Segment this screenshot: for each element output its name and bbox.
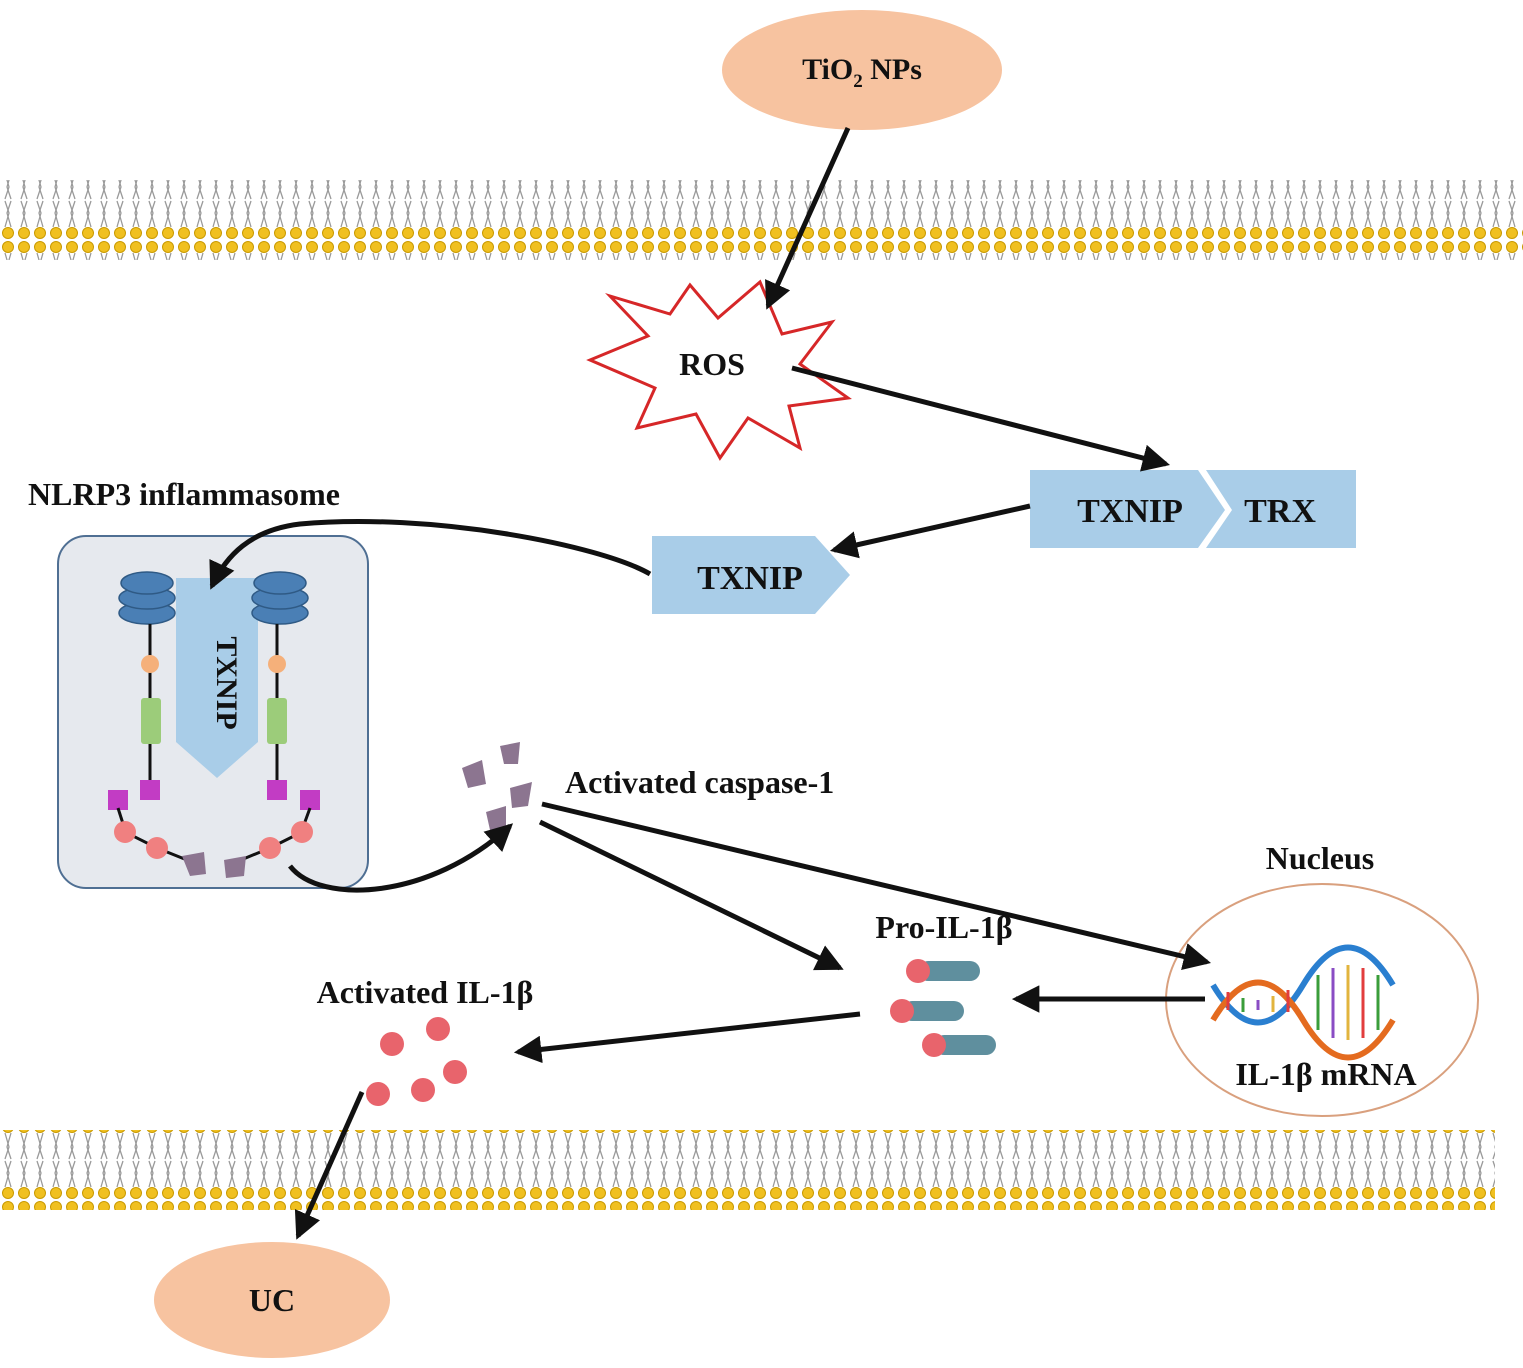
- nlrp3-left-domain: [108, 571, 176, 810]
- activated-il-icon: [366, 1017, 467, 1106]
- txnip-free-label: TXNIP: [697, 560, 803, 597]
- tio2-nps-node: TiO2 NPs: [722, 10, 1002, 130]
- txnip-vertical-label: TXNIP: [210, 636, 243, 729]
- pathway-arrows: [209, 126, 1212, 1240]
- tio2-label-main: TiO: [802, 53, 853, 86]
- top-membrane: [0, 180, 1523, 260]
- dna-helix-icon: [1210, 944, 1396, 1061]
- trx-label: TRX: [1244, 493, 1316, 530]
- activated-il-label: Activated IL-1β: [317, 974, 534, 1010]
- nlrp3-inflammasome-box: TXNIP: [57, 535, 369, 889]
- arrow-complex-to-txnip: [829, 503, 1031, 559]
- nlrp3-right-domain: [251, 571, 320, 810]
- tio2-label-sub: 2: [853, 71, 863, 92]
- burst-star-icon: [586, 279, 852, 461]
- arrow-tio2-to-ros: [765, 126, 851, 310]
- arrow-caspase-to-pro-il: [538, 819, 844, 971]
- activated-caspase-icon: [462, 742, 532, 830]
- uc-label: UC: [249, 1282, 295, 1318]
- nucleus-label: Nucleus: [1266, 840, 1374, 876]
- activated-caspase-label: Activated caspase-1: [565, 764, 834, 800]
- asc-caspase-chain: [114, 807, 313, 878]
- txnip-inserted-shape: [176, 578, 258, 778]
- txnip-trx-txnip-chevron: [1030, 470, 1225, 548]
- bottom-membrane: [0, 1130, 1495, 1210]
- arrow-ros-to-complex: [791, 365, 1170, 472]
- il-mrna-label: IL-1β mRNA: [1235, 1056, 1416, 1092]
- ros-node: ROS: [586, 279, 852, 461]
- nlrp3-title: NLRP3 inflammasome: [28, 476, 340, 512]
- pro-il-label: Pro-IL-1β: [875, 909, 1012, 945]
- arrow-il-to-uc: [294, 1090, 365, 1240]
- arrow-caspase-to-dna: [541, 801, 1212, 970]
- trx-chevron: [1206, 470, 1356, 548]
- txnip-free-node: TXNIP: [652, 536, 850, 614]
- pro-il-icon: [890, 959, 996, 1057]
- nucleus-node: IL-1β mRNA: [1165, 883, 1479, 1117]
- arrow-inflammasome-to-caspase: [288, 823, 514, 893]
- uc-node: UC: [154, 1242, 390, 1358]
- txnip-trx-complex: TXNIP TRX: [1030, 470, 1356, 548]
- svg-text:TiO2 NPs: TiO2 NPs: [802, 53, 922, 92]
- arrow-pro-il-to-activated-il: [513, 1011, 861, 1064]
- arrow-txnip-to-inflammasome: [209, 518, 652, 590]
- tio2-label-rest: NPs: [863, 53, 922, 86]
- ros-label: ROS: [679, 346, 745, 382]
- txnip-bound-label: TXNIP: [1077, 493, 1183, 530]
